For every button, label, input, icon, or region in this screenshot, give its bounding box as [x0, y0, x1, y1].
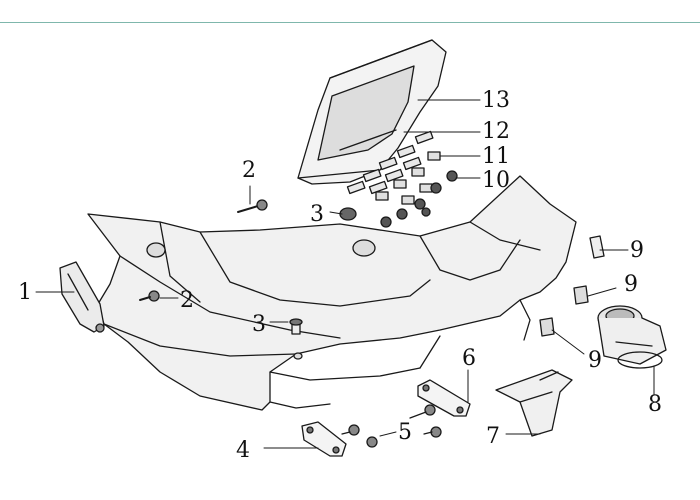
callout-3-lower: 3: [252, 312, 266, 337]
callout-2-upper: 2: [242, 158, 256, 183]
cover-holes: [146, 239, 376, 360]
instrument-panel-part-13: [297, 39, 447, 185]
callout-6: 6: [462, 346, 476, 371]
callout-4: 4: [236, 438, 250, 463]
callout-9-c: 9: [588, 348, 602, 373]
callout-3-upper: 3: [310, 202, 324, 227]
bracket-part-4: [301, 421, 347, 457]
callout-9-b: 9: [624, 272, 638, 297]
callout-9-a: 9: [630, 238, 644, 263]
callout-5: 5: [398, 420, 412, 445]
header-rule: [0, 22, 700, 23]
callout-11: 11: [482, 144, 510, 169]
connector-part-7: [495, 369, 573, 437]
fasteners-part-11: [375, 151, 441, 205]
bracket-part-1: [59, 261, 105, 333]
socket-part-8: [597, 305, 667, 369]
callout-1: 1: [18, 280, 32, 305]
inner-cover-main: [87, 175, 577, 411]
callout-8: 8: [648, 392, 662, 417]
bolt-part-2-upper: [237, 199, 268, 213]
clip-part-9-b: [573, 285, 589, 305]
callout-13: 13: [482, 88, 510, 113]
clip-part-9-c: [539, 317, 555, 337]
leader-lines: [35, 99, 655, 449]
plate-part-6: [417, 379, 471, 417]
callout-2-lower: 2: [180, 288, 194, 313]
bolt-part-2-lower: [139, 290, 160, 302]
screws-part-5: [341, 404, 442, 448]
clip-part-9-a: [589, 235, 605, 259]
callout-12: 12: [482, 119, 510, 144]
screws-part-10: [380, 170, 458, 228]
grommet-part-3-lower: [289, 318, 303, 335]
callout-7: 7: [486, 424, 500, 449]
clips-part-12: [346, 130, 434, 195]
callout-10: 10: [482, 168, 510, 193]
